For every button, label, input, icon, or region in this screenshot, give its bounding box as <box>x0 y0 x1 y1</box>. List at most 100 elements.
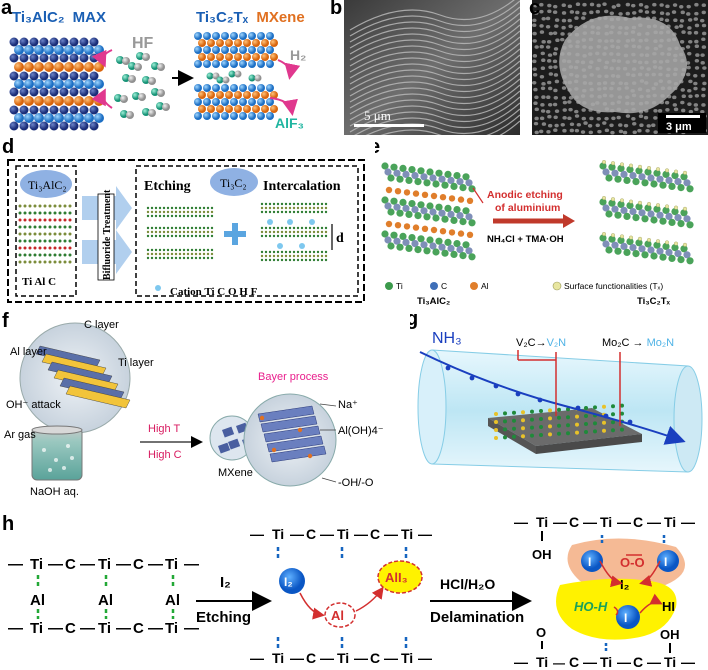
svg-text:—: — <box>250 526 264 542</box>
scale-label-c: 3 μm <box>666 121 692 133</box>
max-to-mxene-schematic: Ti₃AlC₂ MAX Ti₃C₂Tₓ MXene HF H₂ AlF₃ <box>9 9 306 131</box>
mxene-ellipse <box>210 168 258 196</box>
svg-text:Ti: Ti <box>98 620 111 637</box>
iodine-left-label: I <box>588 555 591 569</box>
svg-text:—: — <box>553 656 565 670</box>
left-dashed-box <box>15 165 77 297</box>
panel-label-c: c <box>529 0 541 19</box>
svg-text:—: — <box>354 526 368 542</box>
legend-d-left: Ti Al C <box>22 276 56 288</box>
svg-text:—: — <box>48 620 63 637</box>
iodine-etching-scheme: — Ti — C — Ti — C — Ti — — Ti — C — Ti —… <box>8 515 695 670</box>
nitridation-tube-schematic: NH₃ V₂C→V₂N Mo₂C → Mo₂N <box>417 330 703 473</box>
intercalated-layers-d <box>260 202 328 262</box>
svg-text:—: — <box>48 556 63 573</box>
legend-surface: Surface functionalities (Tₓ) <box>564 281 663 291</box>
svg-text:—: — <box>116 620 131 637</box>
svg-text:—: — <box>290 526 304 542</box>
svg-text:—: — <box>514 515 528 530</box>
aloh4-label: Al(OH)4⁻ <box>338 425 384 437</box>
oh-o-label: -OH/-O <box>338 477 374 489</box>
h2-label: H₂ <box>290 47 306 63</box>
svg-text:—: — <box>80 620 95 637</box>
nh3-label: NH₃ <box>432 330 462 347</box>
svg-text:Ti: Ti <box>664 654 676 670</box>
svg-text:C: C <box>306 526 316 542</box>
svg-text:C: C <box>633 654 643 670</box>
svg-text:—: — <box>514 654 528 670</box>
svg-text:—: — <box>681 654 695 670</box>
max-chain-h: — Ti — C — Ti — C — Ti — — Ti — C — Ti —… <box>8 556 199 637</box>
rx1-label: V₂C→V₂N <box>516 337 566 349</box>
i2-ball <box>279 568 305 594</box>
oh-attack-label: OH⁻ attack <box>6 399 61 411</box>
high-c-label: High C <box>148 449 182 461</box>
caption-e-left: Ti₃AlC₂ <box>417 296 450 307</box>
svg-text:C: C <box>65 620 76 637</box>
svg-text:Al: Al <box>165 592 180 609</box>
al-ball-label: Al <box>331 608 344 623</box>
tube-inlet <box>417 349 447 465</box>
anodic-label-2: of aluminium <box>495 202 560 214</box>
high-t-label: High T <box>148 423 180 435</box>
mxene-crystal-e <box>599 160 694 265</box>
etched-chain-h: —Ti —C —Ti —C —Ti — —Ti —C —Ti —C —Ti — <box>250 526 432 666</box>
oh-top-label: OH <box>532 547 552 562</box>
svg-text:—: — <box>583 654 597 670</box>
panel-h: — Ti — C — Ti — C — Ti — — Ti — C — Ti —… <box>0 515 708 670</box>
svg-text:—: — <box>8 556 23 573</box>
max-lattice <box>9 37 104 131</box>
max-ellipse <box>20 170 72 198</box>
pink-arrow-bottom <box>91 88 113 109</box>
svg-text:C: C <box>569 654 579 670</box>
mxene-ellipse-label: Ti₃C₂ <box>220 176 247 190</box>
panel-e: Anodic etching of aluminium NH₄Cl + TMA·… <box>375 138 708 308</box>
svg-text:Ti: Ti <box>165 620 178 637</box>
svg-text:—: — <box>250 650 264 666</box>
na-label: Na⁺ <box>338 399 358 411</box>
svg-text:Ti: Ti <box>536 515 548 530</box>
etching-label: Etching <box>144 179 191 194</box>
svg-text:Ti: Ti <box>536 654 548 670</box>
legend-surface-dot <box>552 281 562 291</box>
legend-ti: Ti <box>396 281 403 291</box>
hf-molecule-cluster <box>114 52 170 119</box>
svg-text:C: C <box>306 650 316 666</box>
scale-bar-b <box>354 124 424 127</box>
i2-reagent-label: I₂ <box>220 574 231 591</box>
oo-label: O-O <box>620 555 645 570</box>
svg-text:—: — <box>553 515 567 530</box>
svg-text:—: — <box>184 620 199 637</box>
max-crystal-e <box>381 162 476 261</box>
mxene-chain-h: —Ti —C —Ti —C —Ti — —Ti —C —Ti —C —Ti — <box>514 515 695 670</box>
svg-text:—: — <box>681 515 695 530</box>
i2-product-label: I₂ <box>620 577 630 592</box>
o-bottom-label: O <box>536 625 546 640</box>
legend-al-dot <box>470 282 478 290</box>
panel-c: 3 μm c <box>520 0 708 135</box>
delamination-label: Delamination <box>430 609 524 626</box>
salmon-highlight <box>567 538 685 589</box>
mxene-word: MXene <box>256 9 304 26</box>
panel-d: Ti₃AlC₂ Ti Al C Bifluoride Treatment Etc… <box>0 138 370 308</box>
iodine-right-label: I <box>664 555 667 569</box>
hf-label: HF <box>132 35 154 52</box>
etched-layers-d <box>146 206 214 291</box>
svg-text:Al: Al <box>30 592 45 609</box>
oh-bottom-label: OH <box>660 627 680 642</box>
al-ball <box>324 602 356 628</box>
mxene-film-g <box>494 403 624 440</box>
panel-label-g: g <box>410 310 419 330</box>
treatment-label: Bifluoride Treatment <box>102 189 113 280</box>
svg-text:C: C <box>65 556 76 573</box>
svg-text:C: C <box>370 526 380 542</box>
pink-arrow-alf3 <box>269 97 298 116</box>
panel-label-e: e <box>375 138 380 159</box>
reagents-label: NH₄Cl + TMA·OH <box>487 234 564 245</box>
svg-text:Ti: Ti <box>30 620 43 637</box>
treatment-label-box <box>97 193 115 281</box>
svg-text:—: — <box>290 650 304 666</box>
svg-text:Ti: Ti <box>600 654 612 670</box>
panel-b: 5 μm b <box>330 0 520 135</box>
max-title: Ti₃AlC₂ MAX <box>12 9 106 26</box>
